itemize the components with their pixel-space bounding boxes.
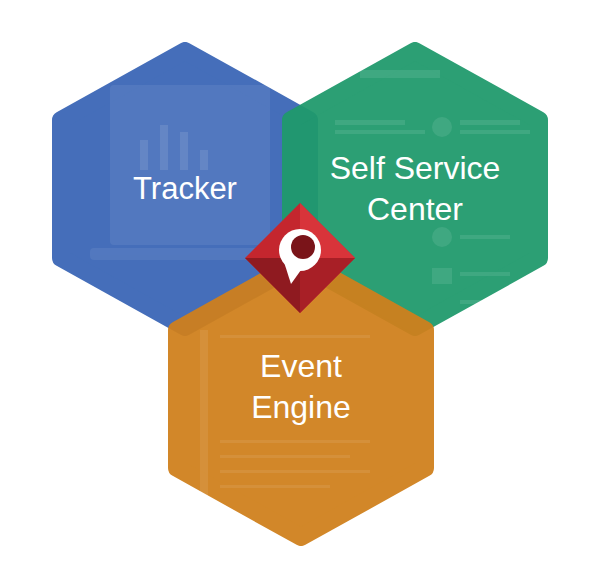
logo-diamond [245,203,355,313]
logo-tail [284,262,301,284]
logo-hole [291,235,315,259]
node-label: Event Engine [236,346,366,428]
logo-facet [300,258,355,313]
logo-facet [300,203,355,258]
logo-facet [245,258,300,313]
node-label: Self Service Center [313,148,518,230]
logo-ring [279,229,321,271]
event-screenshot [200,330,370,500]
chart-bars [140,125,208,170]
hexagon-node: Event Engine [168,252,434,546]
laptop-illustration [90,85,290,260]
text-holder: Event Engine [168,252,434,546]
node-label: Tracker [133,169,237,209]
portal-screenshot [335,70,530,304]
